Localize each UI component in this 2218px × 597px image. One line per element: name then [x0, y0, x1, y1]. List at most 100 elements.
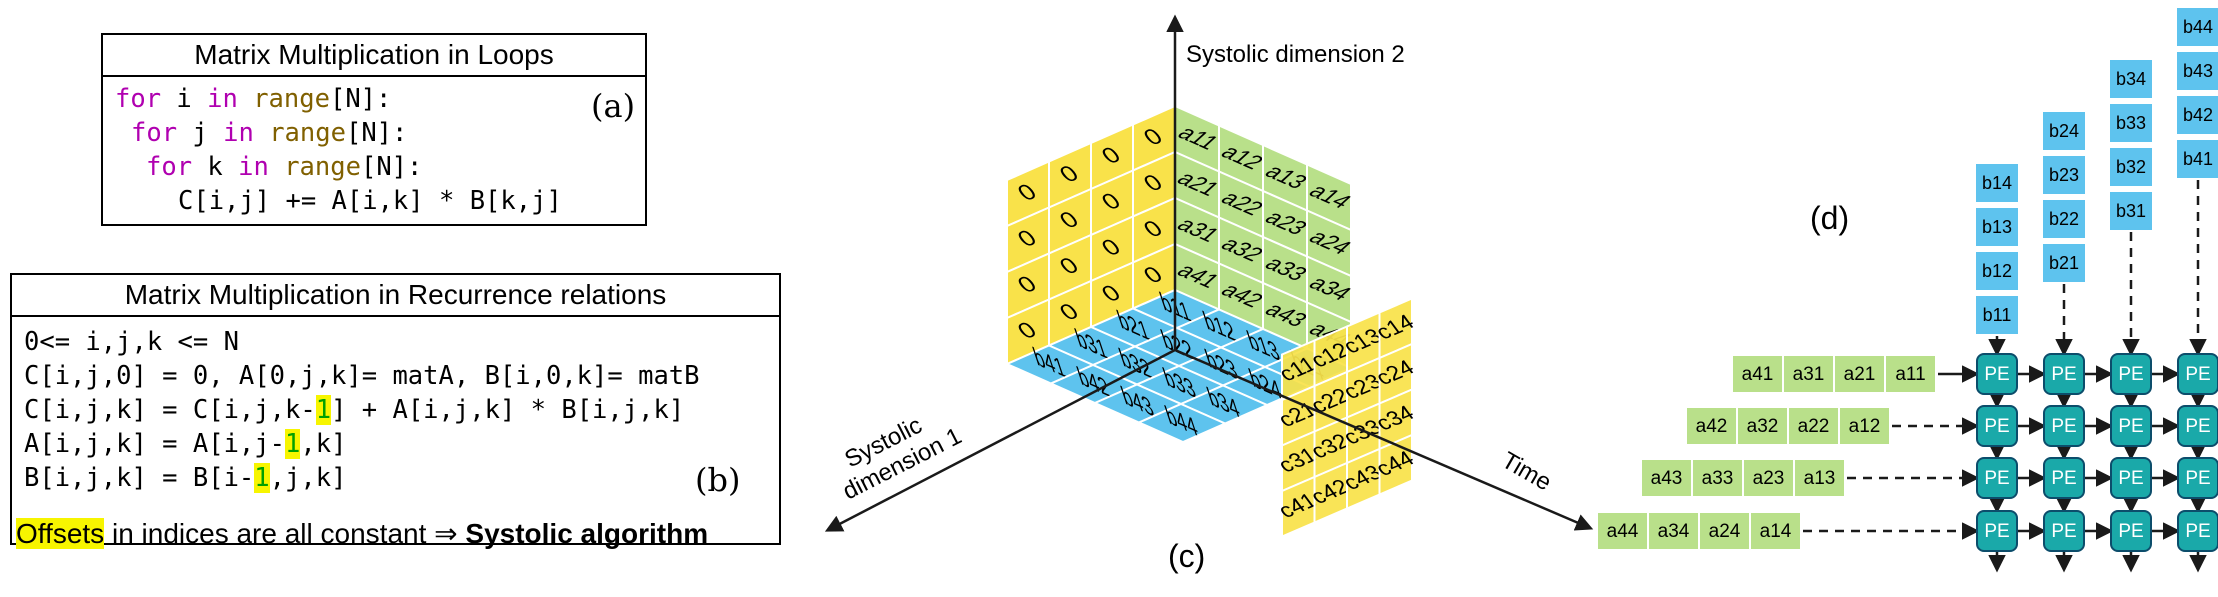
pe-box [1976, 510, 2018, 552]
pe-box [1976, 405, 2018, 447]
b-value: b32 [2116, 157, 2146, 177]
a-value: a21 [1844, 364, 1876, 385]
b-box [2110, 148, 2152, 186]
b-value: b42 [2183, 105, 2213, 125]
a-value: a12 [1849, 416, 1881, 437]
pe-box [1976, 353, 2018, 395]
pe-box [2110, 405, 2152, 447]
systolic-array-layer: b11 b12 b13 b14 b21 b22 b23 b24 b31 b32 b33 b34 b41 b… [1596, 8, 2218, 573]
pe-label: PE [2185, 468, 2210, 489]
b-box [2043, 244, 2085, 282]
a-value: a31 [1793, 364, 1825, 385]
pe-box [2177, 457, 2218, 499]
pe-label: PE [2051, 468, 2076, 489]
a-value: a41 [1742, 364, 1774, 385]
b-box [1976, 296, 2018, 334]
pe-box [2177, 510, 2218, 552]
pe-label: PE [2118, 364, 2143, 385]
a-box [1736, 406, 1789, 446]
b-value: b23 [2049, 165, 2079, 185]
pe-label: PE [2118, 416, 2143, 437]
a-value: a32 [1747, 416, 1779, 437]
systolic-footer: Offsets in indices are all constant ⇒ Sy… [16, 518, 709, 549]
b-label-cell [1136, 402, 1228, 444]
a-box [1833, 354, 1886, 394]
pe-label: PE [1984, 364, 2009, 385]
pe-label: PE [2118, 468, 2143, 489]
pe-box [2110, 510, 2152, 552]
a-box [1685, 406, 1738, 446]
pe-label: PE [2051, 521, 2076, 542]
b-value: b31 [2116, 201, 2146, 221]
axis-label-time: Time [1497, 447, 1556, 497]
a-value: a44 [1607, 521, 1639, 542]
pe-label: PE [1984, 416, 2009, 437]
pe-box [2043, 405, 2085, 447]
b-value: b22 [2049, 209, 2079, 229]
b-box [2110, 104, 2152, 142]
pe-box [2177, 405, 2218, 447]
a-box [1884, 354, 1937, 394]
b-value: b12 [1982, 261, 2012, 281]
pe-box [2043, 353, 2085, 395]
a-value: a22 [1798, 416, 1830, 437]
a-value: a43 [1651, 468, 1683, 489]
pe-box [2043, 510, 2085, 552]
pe-box [1976, 457, 2018, 499]
a-value: a14 [1760, 521, 1792, 542]
pe-box [2110, 353, 2152, 395]
axis-label-vertical: Systolic dimension 2 [1186, 41, 1405, 68]
b-value: b43 [2183, 61, 2213, 81]
code-line-1: for i in range[N]: [115, 84, 392, 114]
pe-label: PE [1984, 468, 2009, 489]
systolic-dimension-1-axis [824, 348, 1176, 532]
recurrence-line-5: B[i,j,k] = B[i-1,j,k] [24, 463, 347, 493]
panel-a-title: Matrix Multiplication in Loops [103, 35, 645, 77]
a-value: a11 [1895, 364, 1925, 385]
pe-label: PE [2051, 364, 2076, 385]
pe-box [2177, 353, 2218, 395]
b-box [1976, 208, 2018, 246]
pe-label: PE [2051, 416, 2076, 437]
panel-b-label: (b) [695, 461, 741, 499]
b-value: b11 [1983, 305, 2012, 325]
b-box [1976, 252, 2018, 290]
offsets-highlight: Offsets [16, 518, 105, 549]
a-box [1596, 511, 1649, 551]
cube-layer: 0000000000000000a11a12a13a14a21a22a23a24… [1004, 104, 1420, 539]
b-box [2043, 156, 2085, 194]
a-box [1742, 458, 1795, 498]
b-box [2043, 112, 2085, 150]
b-value: b44 [2183, 17, 2213, 37]
b-box [2177, 8, 2218, 46]
a-box [1793, 458, 1846, 498]
time-axis [1174, 348, 1594, 531]
b-value: b14 [1982, 173, 2012, 193]
b-box [2110, 192, 2152, 230]
pe-label: PE [2118, 521, 2143, 542]
panel-b-title: Matrix Multiplication in Recurrence rela… [12, 275, 779, 317]
b-value: b21 [2049, 253, 2079, 273]
pe-label: PE [2185, 364, 2210, 385]
panel-d-label: (d) [1810, 200, 1849, 236]
b-value: b41 [2183, 149, 2213, 169]
pe-label: PE [1984, 521, 2009, 542]
b-box [2043, 200, 2085, 238]
b-box [2177, 52, 2218, 90]
code-line-2: for j in range[N]: [131, 118, 408, 148]
b-value: b34 [2116, 69, 2146, 89]
b-box [2177, 140, 2218, 178]
b-box [2110, 60, 2152, 98]
pe-label: PE [2185, 416, 2210, 437]
b-value: b13 [1982, 217, 2012, 237]
b-value: b24 [2049, 121, 2079, 141]
panel-c-label: (c) [1168, 538, 1205, 574]
b-value: b33 [2116, 113, 2146, 133]
recurrence-line-4: A[i,j,k] = A[i,j-1,k] [24, 429, 347, 459]
panel-a-label: (a) [591, 87, 636, 125]
a-value: a13 [1804, 468, 1836, 489]
code-line-4: C[i,j] += A[i,k] * B[k,j] [178, 186, 562, 216]
recurrence-line-2: C[i,j,0] = 0, A[0,j,k]= matA, B[i,0,k]= … [24, 361, 700, 391]
panel-a-box: Matrix Multiplication in Loops for i in … [101, 33, 647, 226]
